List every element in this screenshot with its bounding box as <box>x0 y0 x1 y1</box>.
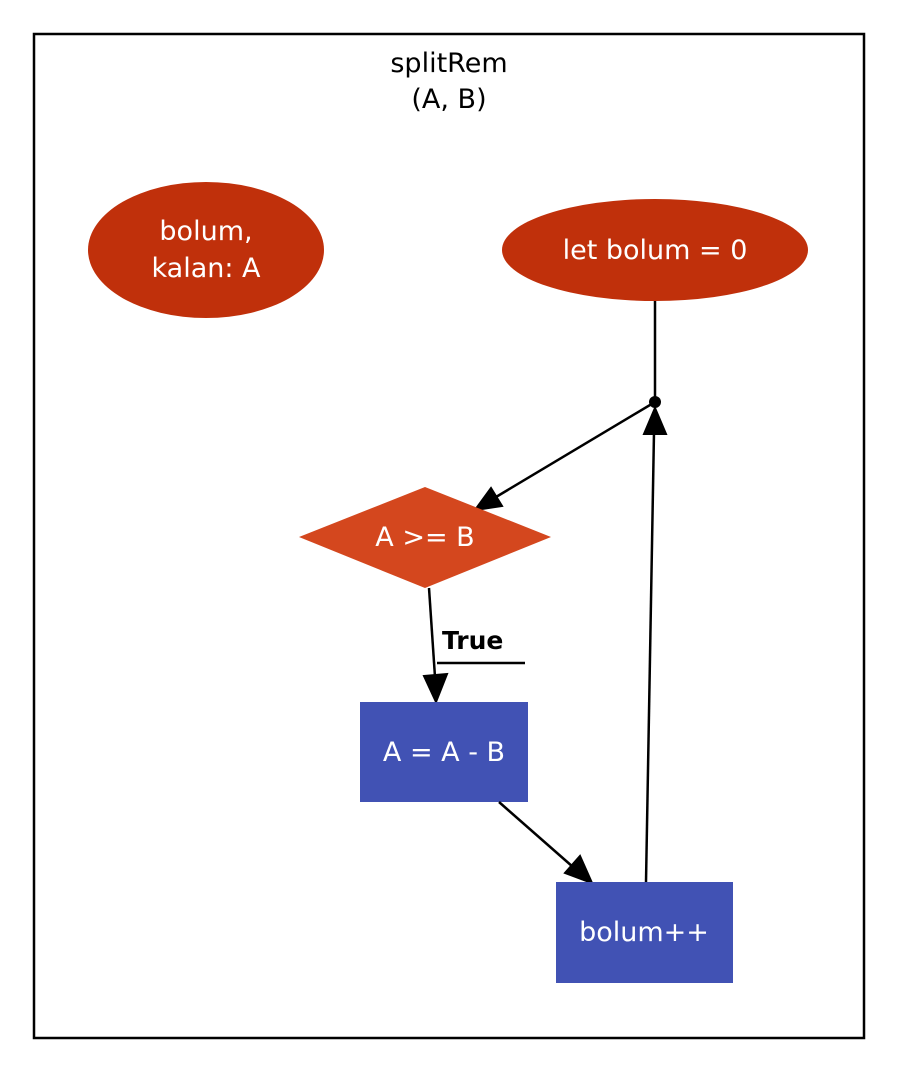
node-condition[interactable]: A >= B <box>299 487 551 588</box>
edge-junction-to-condition <box>495 400 656 499</box>
edge-increment-to-junction <box>644 431 656 883</box>
node-condition-label: A >= B <box>375 522 474 553</box>
edge-junction-to-condition-arrow <box>472 486 504 512</box>
node-increment-shape <box>556 882 733 983</box>
cluster-title-params: (A, B) <box>411 84 486 115</box>
node-declaration[interactable]: bolum, kalan: A <box>88 182 324 318</box>
node-condition-shape <box>299 487 551 588</box>
edge-increment-to-junction-arrow <box>642 405 668 435</box>
node-subtract[interactable]: A = A - B <box>360 702 528 802</box>
node-declaration-label-1: bolum, <box>159 216 252 247</box>
node-subtract-shape <box>360 702 528 802</box>
node-init-shape <box>502 199 808 301</box>
node-increment[interactable]: bolum++ <box>556 882 733 983</box>
node-declaration-label-2: kalan: A <box>151 253 261 284</box>
node-init[interactable]: let bolum = 0 <box>502 199 808 301</box>
edge-condition-to-sub-arrow <box>422 672 449 705</box>
node-declaration-shape <box>88 182 324 318</box>
node-increment-label: bolum++ <box>579 917 709 948</box>
edge-sub-to-increment <box>498 801 574 868</box>
cluster-title-name: splitRem <box>390 48 507 79</box>
node-subtract-label: A = A - B <box>383 737 505 768</box>
edge-true-label: True <box>442 626 503 655</box>
node-init-label: let bolum = 0 <box>563 235 748 266</box>
edge-condition-to-sub <box>427 587 437 678</box>
edge-sub-to-increment-arrow <box>563 854 594 885</box>
